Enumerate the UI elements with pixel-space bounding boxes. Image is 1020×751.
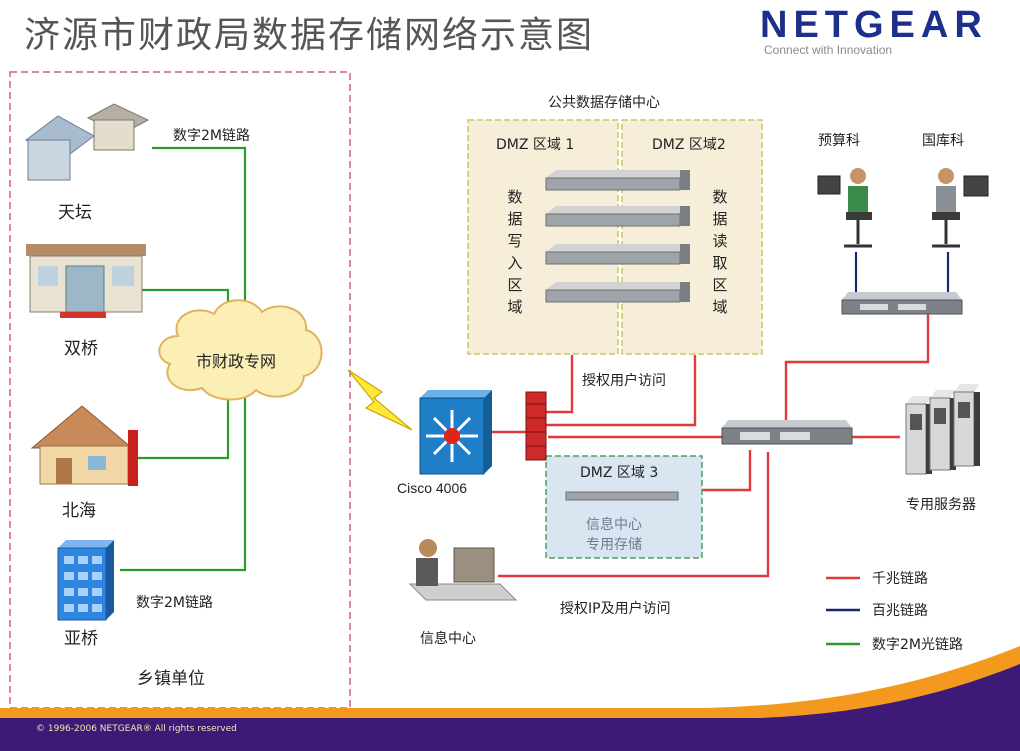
core-switch-label: Cisco 4006 xyxy=(397,480,468,496)
dmz3-box xyxy=(545,455,703,559)
server-rack-icon xyxy=(905,384,980,475)
digital-2m-links xyxy=(120,146,247,572)
beihai-house-icon xyxy=(30,405,138,486)
town-group-label: 乡镇单位 xyxy=(137,669,205,689)
dmz2-box xyxy=(621,119,763,355)
cloud-icon xyxy=(158,299,323,401)
town-tiantan: 天坛 xyxy=(58,203,92,223)
dmz3-line1: 信息中心 xyxy=(586,517,642,533)
dept-switch-icon xyxy=(841,292,963,315)
storage-array-icon xyxy=(545,170,690,303)
ip-access-label: 授权IP及用户访问 xyxy=(560,601,671,617)
legend-2m-label: 数字2M光链路 xyxy=(872,637,963,653)
copyright-text: © 1996-2006 NETGEAR® All rights reserved xyxy=(36,724,237,734)
dept-treasury: 国库科 xyxy=(922,133,964,149)
fast-ethernet-links xyxy=(854,252,950,292)
servers-label: 专用服务器 xyxy=(906,497,976,513)
netgear-logo: NETGEAR Connect with Innovation xyxy=(760,4,988,57)
shuangqiao-shop-icon xyxy=(26,244,146,318)
firewall-icon xyxy=(525,391,547,461)
info-center-label: 信息中心 xyxy=(420,631,476,647)
dmz1-box xyxy=(467,119,619,355)
tiantan-houses-icon xyxy=(25,103,150,181)
page-title: 济源市财政局数据存储网络示意图 xyxy=(24,15,595,56)
town-yaqiao: 亚桥 xyxy=(64,629,98,649)
town-beihai: 北海 xyxy=(62,501,96,521)
link-label-top: 数字2M链路 xyxy=(173,128,250,144)
dmz3-line2: 专用存储 xyxy=(586,537,642,553)
dept-budget: 预算科 xyxy=(818,133,860,149)
brand-tagline: Connect with Innovation xyxy=(764,43,893,57)
netgear-switch-icon xyxy=(721,420,853,445)
treasury-staff-icon xyxy=(932,168,989,248)
data-center-title: 公共数据存储中心 xyxy=(548,95,660,111)
yaqiao-building-icon xyxy=(57,540,114,621)
write-zone-label: 数据写 入区域 xyxy=(507,188,523,316)
link-label-bottom: 数字2M链路 xyxy=(136,595,213,611)
gigabit-links xyxy=(490,312,930,578)
read-zone-label: 数据读 取区域 xyxy=(712,188,728,316)
dmz1-title: DMZ 区域 1 xyxy=(496,137,575,153)
dmz3-storage-icon xyxy=(565,491,679,501)
wan-lightning-icon xyxy=(347,369,413,431)
cloud-label: 市财政专网 xyxy=(196,352,277,371)
auth-access-label: 授权用户访问 xyxy=(582,373,666,389)
legend-fast-label: 百兆链路 xyxy=(872,603,928,619)
legend-swatches xyxy=(826,576,860,646)
brand-name: NETGEAR xyxy=(760,4,988,46)
dmz3-title: DMZ 区域 3 xyxy=(580,465,659,481)
dmz2-title: DMZ 区域2 xyxy=(652,137,726,153)
footer-banner xyxy=(0,646,1020,751)
budget-staff-icon xyxy=(817,168,872,248)
legend-gigabit-label: 千兆链路 xyxy=(872,571,928,587)
cisco-switch-icon xyxy=(419,390,492,475)
info-center-staff-icon xyxy=(408,539,518,601)
town-shuangqiao: 双桥 xyxy=(64,339,98,359)
